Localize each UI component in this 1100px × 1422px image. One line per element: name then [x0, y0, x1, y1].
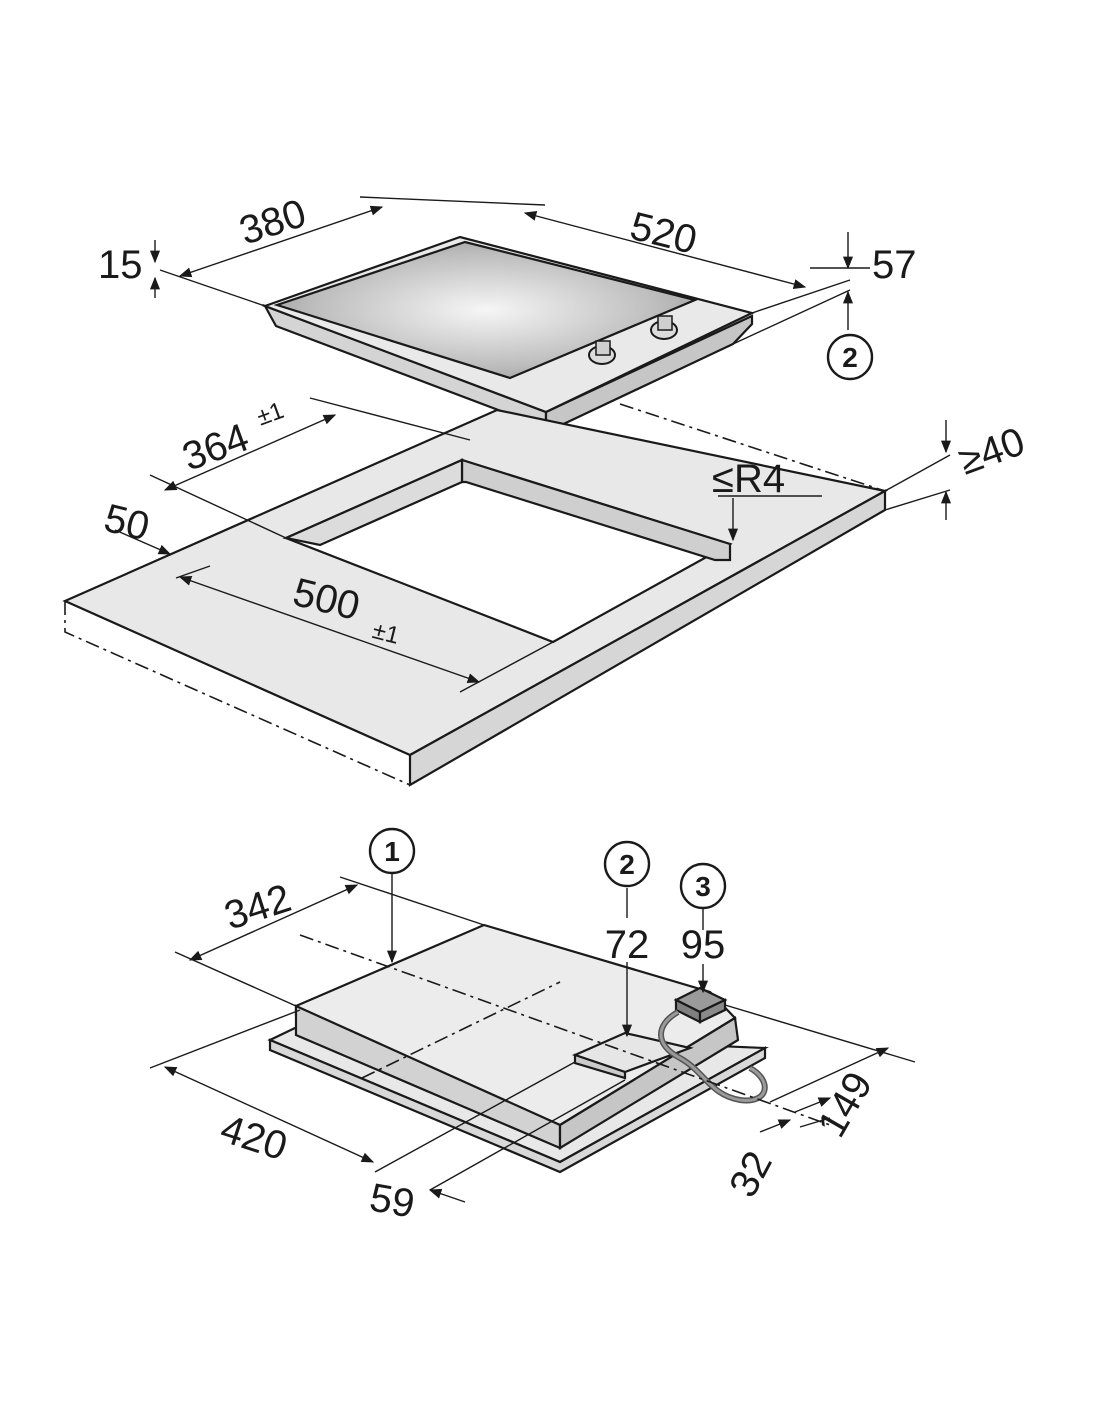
dim-box-offset: 149 — [810, 1065, 881, 1145]
hob-bottom-view — [149, 873, 916, 1203]
control-knob-icon — [650, 315, 678, 340]
dim-cutout-depth: 364 ±1 — [177, 397, 288, 480]
dim-corner-radius: ≤R4 — [712, 457, 785, 501]
dim-offset-front: 59 — [366, 1176, 417, 1227]
dim-hob-width: 520 — [626, 204, 701, 263]
label-72: 72 — [605, 923, 650, 967]
dim-hob-depth: 380 — [234, 191, 311, 253]
callout-3: 3 — [679, 862, 727, 910]
callout-2-top: 2 — [826, 333, 874, 381]
dim-front-offset: 50 — [100, 496, 154, 549]
callout-1: 1 — [368, 827, 416, 875]
control-knob-icon — [588, 340, 616, 365]
hob-top-view — [149, 196, 870, 430]
dim-base-width: 420 — [215, 1107, 292, 1169]
dim-hob-thickness: 15 — [98, 243, 143, 287]
svg-text:3: 3 — [695, 871, 711, 902]
callout-2-bottom: 2 — [603, 840, 651, 888]
svg-text:1: 1 — [384, 836, 400, 867]
svg-text:2: 2 — [619, 849, 635, 880]
label-95: 95 — [681, 923, 726, 967]
dim-base-depth: 342 — [219, 876, 296, 938]
svg-text:2: 2 — [842, 342, 858, 373]
dim-worktop-thickness: ≥40 — [953, 419, 1030, 483]
svg-text:±1: ±1 — [253, 397, 287, 431]
cutout-left-wall — [282, 458, 464, 547]
center-line — [299, 934, 831, 1126]
worktop-cutout-view — [62, 397, 952, 787]
svg-text:364: 364 — [177, 415, 255, 479]
base-plate-edge — [268, 1038, 767, 1174]
dim-hob-height: 57 — [872, 243, 917, 287]
dim-box-depth: 32 — [721, 1144, 781, 1204]
svg-text:±1: ±1 — [370, 617, 402, 650]
